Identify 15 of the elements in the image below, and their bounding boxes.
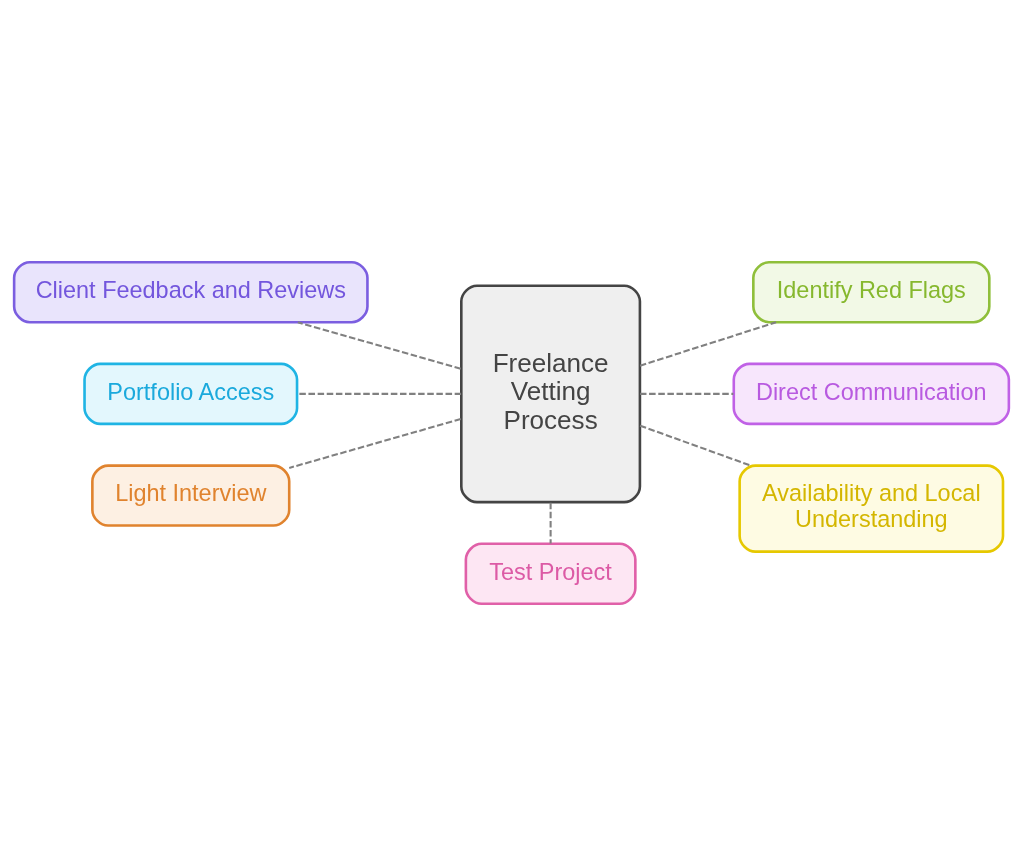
node-box: Direct Communication	[732, 362, 1011, 425]
connector	[639, 424, 752, 467]
node-box: Freelance Vetting Process	[460, 283, 642, 503]
node-box: Test Project	[464, 542, 637, 605]
connector	[297, 320, 461, 370]
node-box: Portfolio Access	[83, 362, 299, 425]
node-box: Client Feedback and Reviews	[12, 260, 369, 323]
connector	[288, 417, 462, 469]
connector	[549, 502, 552, 544]
connector	[297, 392, 462, 395]
node-box: Availability and Local Understanding	[738, 463, 1005, 553]
connector	[640, 392, 734, 395]
connector	[639, 320, 777, 367]
node-box: Light Interview	[91, 463, 291, 527]
node-box: Identify Red Flags	[752, 260, 991, 323]
